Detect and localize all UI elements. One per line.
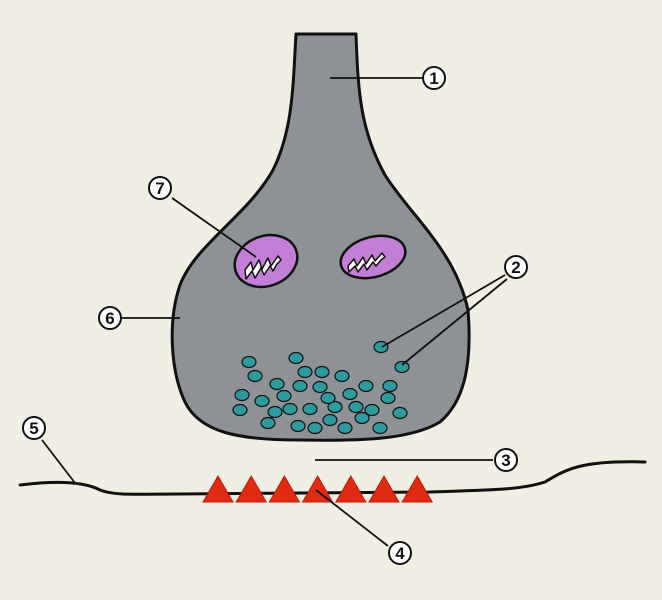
mitochondrion-cristae <box>347 252 386 273</box>
leader-line-4 <box>315 489 389 547</box>
vesicle <box>288 351 304 365</box>
vesicle <box>327 400 343 414</box>
label-4: 4 <box>388 541 412 565</box>
vesicle <box>234 388 250 402</box>
vesicle <box>342 387 358 401</box>
vesicle <box>292 379 308 393</box>
vesicle <box>269 377 285 391</box>
receptor <box>334 474 367 503</box>
label-6: 6 <box>98 306 122 330</box>
vesicle <box>320 391 336 405</box>
vesicle <box>297 365 313 379</box>
vesicle <box>380 391 396 405</box>
svg-text:7: 7 <box>155 179 164 198</box>
label-1: 1 <box>422 66 446 90</box>
vesicle <box>241 355 257 369</box>
vesicle <box>392 406 408 420</box>
leader-lines <box>41 77 508 547</box>
svg-text:1: 1 <box>429 69 438 88</box>
vesicle <box>312 380 328 394</box>
vesicle <box>382 379 398 393</box>
presynaptic-terminal <box>170 32 471 442</box>
svg-text:4: 4 <box>395 544 405 563</box>
mitochondrion <box>339 234 407 280</box>
receptor <box>301 474 334 503</box>
vesicle <box>364 403 380 417</box>
mitochondrion <box>233 233 299 289</box>
vesicle <box>282 402 298 416</box>
svg-text:5: 5 <box>29 419 38 438</box>
leader-line-5 <box>41 439 76 484</box>
synaptic-vesicles <box>232 340 410 435</box>
vesicle <box>254 394 270 408</box>
vesicle <box>290 419 306 433</box>
label-5: 5 <box>22 416 46 440</box>
vesicle <box>373 340 389 354</box>
vesicle <box>260 416 276 430</box>
mitochondrion-cristae <box>244 255 282 280</box>
vesicle <box>372 421 388 435</box>
vesicle <box>307 421 323 435</box>
label-3: 3 <box>494 448 518 472</box>
leader-line-7 <box>171 197 257 258</box>
receptor <box>235 474 268 503</box>
vesicle <box>334 369 350 383</box>
svg-text:2: 2 <box>511 258 520 277</box>
vesicle <box>247 369 263 383</box>
receptors <box>202 474 434 503</box>
vesicle <box>358 379 374 393</box>
vesicle <box>314 365 330 379</box>
vesicle <box>354 411 370 425</box>
label-7: 7 <box>148 176 172 200</box>
postsynaptic-membrane <box>18 460 647 496</box>
svg-text:3: 3 <box>501 451 510 470</box>
receptor <box>268 474 301 503</box>
receptor <box>368 474 400 503</box>
leader-line-2a <box>381 274 506 348</box>
vesicle <box>302 402 318 416</box>
leader-line-2b <box>401 278 508 366</box>
receptor <box>202 474 234 503</box>
receptor <box>401 474 434 503</box>
vesicle <box>276 389 292 403</box>
svg-text:6: 6 <box>105 309 114 328</box>
vesicle <box>232 403 248 417</box>
vesicle <box>322 413 338 427</box>
vesicle <box>394 360 410 374</box>
vesicle <box>267 405 283 419</box>
label-2: 2 <box>504 255 528 279</box>
vesicle <box>337 421 353 435</box>
vesicle <box>348 400 364 414</box>
